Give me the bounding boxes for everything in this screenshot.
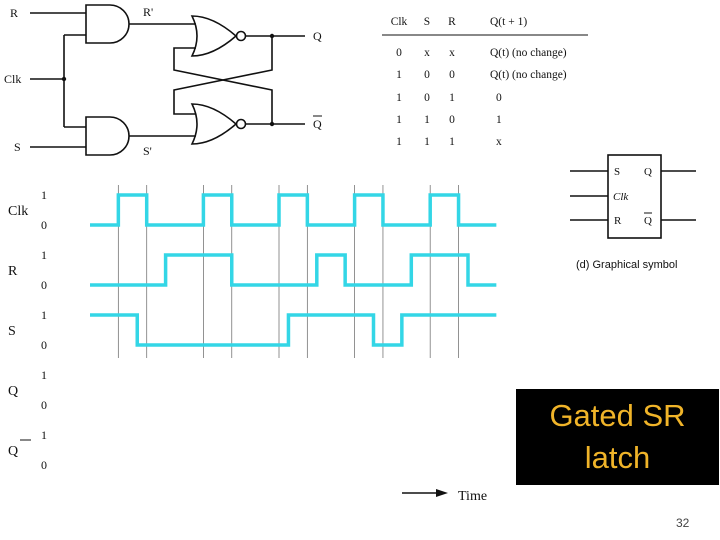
wire-feedback-q — [173, 36, 273, 115]
level-label-low: 0 — [41, 458, 47, 472]
truth-table: Clk S R Q(t + 1) 0 x x Q(t) (no change) … — [382, 16, 588, 148]
page-number: 32 — [676, 516, 690, 530]
waveform-clk — [90, 193, 497, 227]
label-r: R — [10, 6, 18, 20]
symbol-caption: (d) Graphical symbol — [576, 259, 677, 271]
time-label: Time — [458, 489, 487, 504]
svg-text:1: 1 — [396, 92, 402, 104]
level-label-high: 1 — [41, 428, 47, 442]
latch-circuit — [30, 4, 305, 156]
circuit-junctions — [61, 33, 275, 127]
svg-text:Q(t) (no change): Q(t) (no change) — [490, 47, 567, 59]
header-qnext: Q(t + 1) — [490, 16, 527, 28]
circuit-labels: R Clk S R' S' Q Q — [4, 5, 322, 158]
level-label-high: 1 — [41, 308, 47, 322]
title-box: Gated SR latch — [516, 389, 719, 485]
latch-symbol: S Q Clk R Q (d) Graphical symbol — [570, 154, 696, 271]
slide-title: Gated SR latch — [549, 398, 686, 475]
svg-text:0: 0 — [424, 92, 430, 104]
svg-text:x: x — [424, 47, 430, 59]
symbol-label-q: Q — [644, 166, 652, 178]
time-arrow-head — [436, 489, 448, 497]
svg-text:1: 1 — [396, 136, 402, 148]
header-clk: Clk — [391, 16, 408, 28]
label-s-prime: S' — [143, 144, 152, 158]
level-label-low: 0 — [41, 338, 47, 352]
table-row: 0 x x Q(t) (no change) — [396, 47, 567, 59]
waveform-s — [90, 313, 497, 347]
nor-bubble-bottom — [235, 118, 247, 130]
level-label-high: 1 — [41, 368, 47, 382]
label-s: S — [14, 140, 21, 154]
level-label-low: 0 — [41, 398, 47, 412]
nor-bubble-top — [235, 30, 247, 42]
table-row: 1 0 1 0 — [396, 92, 502, 104]
table-row: 1 1 1 x — [396, 136, 502, 148]
label-clk: Clk — [4, 72, 21, 86]
level-label-high: 1 — [41, 248, 47, 262]
and-gate-top — [85, 4, 130, 44]
svg-text:1: 1 — [496, 114, 502, 126]
junction-clk — [61, 76, 67, 82]
level-label-low: 0 — [41, 278, 47, 292]
svg-text:1: 1 — [449, 136, 455, 148]
label-qbar: Q — [313, 117, 322, 131]
symbol-label-qbar: Q — [644, 215, 652, 227]
signal-name: Clk — [8, 204, 28, 219]
svg-text:1: 1 — [449, 92, 455, 104]
svg-text:0: 0 — [496, 92, 502, 104]
svg-text:1: 1 — [424, 114, 430, 126]
junction-q — [269, 33, 275, 39]
table-row: 1 0 0 Q(t) (no change) — [396, 69, 567, 81]
header-s: S — [424, 16, 430, 28]
svg-text:x: x — [496, 136, 502, 148]
svg-text:1: 1 — [424, 136, 430, 148]
level-label-high: 1 — [41, 188, 47, 202]
time-axis: Time — [402, 489, 487, 504]
nor-gate-top — [190, 15, 238, 57]
level-label-low: 0 — [41, 218, 47, 232]
timing-waveforms — [90, 193, 497, 347]
svg-text:1: 1 — [396, 114, 402, 126]
junction-qbar — [269, 121, 275, 127]
label-q: Q — [313, 29, 322, 43]
nor-gate-bottom — [190, 103, 238, 145]
table-header: Clk S R Q(t + 1) — [391, 16, 528, 28]
svg-text:0: 0 — [449, 69, 455, 81]
signal-name: R — [8, 264, 18, 279]
signal-name: Q — [8, 384, 18, 399]
signal-name: Q — [8, 444, 18, 459]
symbol-label-clk: Clk — [613, 191, 629, 203]
svg-text:0: 0 — [449, 114, 455, 126]
header-r: R — [448, 16, 456, 28]
waveform-r — [90, 253, 497, 287]
signal-name: S — [8, 324, 16, 339]
and-gate-bottom — [85, 116, 130, 156]
svg-text:1: 1 — [396, 69, 402, 81]
svg-text:0: 0 — [424, 69, 430, 81]
symbol-label-s: S — [614, 166, 620, 178]
label-r-prime: R' — [143, 5, 153, 19]
wire-feedback-qbar — [173, 47, 273, 124]
svg-text:0: 0 — [396, 47, 402, 59]
svg-text:Q(t) (no change): Q(t) (no change) — [490, 69, 567, 81]
svg-text:x: x — [449, 47, 455, 59]
symbol-label-r: R — [614, 215, 622, 227]
table-row: 1 1 0 1 — [396, 114, 502, 126]
